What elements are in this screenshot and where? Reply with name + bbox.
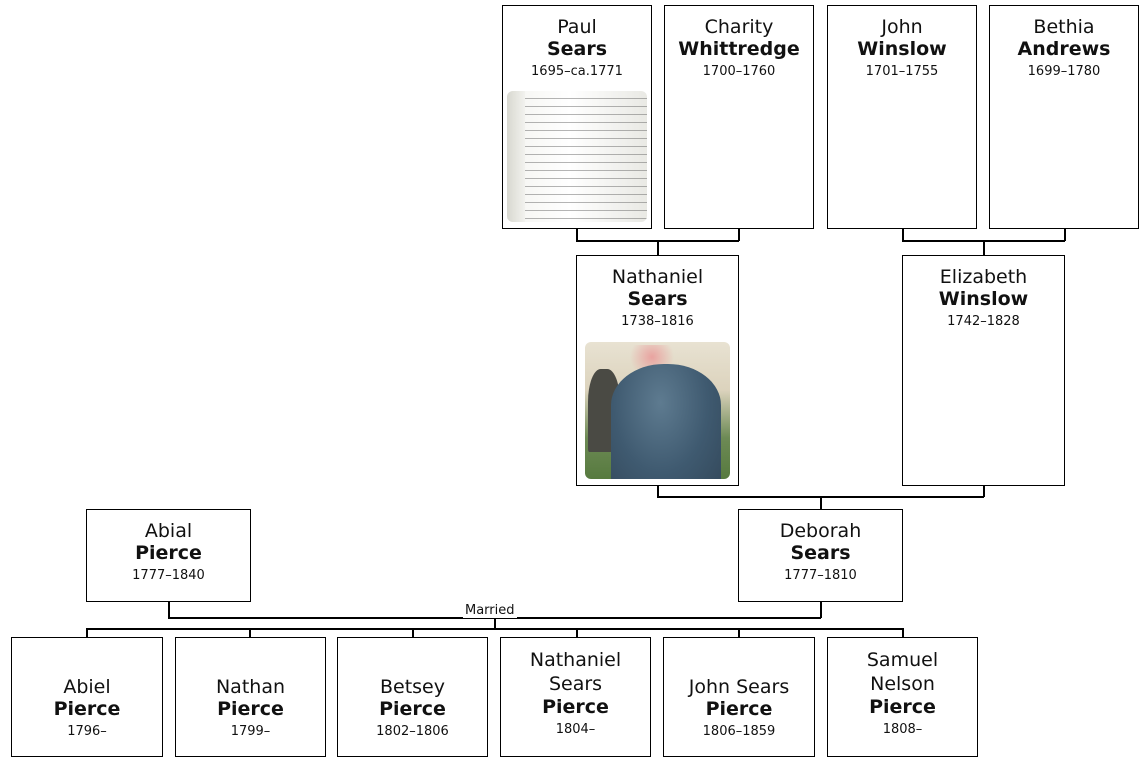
life-years: 1701–1755 xyxy=(865,64,939,79)
surname: Sears xyxy=(627,288,688,310)
connector-line xyxy=(902,628,904,638)
life-years: 1777–1840 xyxy=(132,568,205,583)
person-box-abiel-pierce[interactable]: Abiel Pierce 1796– xyxy=(11,637,163,757)
connector-line xyxy=(657,240,659,256)
life-years: 1695–ca.1771 xyxy=(531,64,623,79)
connector-line xyxy=(86,628,903,630)
given-name: Nathaniel Sears xyxy=(529,649,622,695)
surname: Winslow xyxy=(938,288,1029,310)
given-name: Paul xyxy=(557,16,597,38)
person-box-john-sears-pierce[interactable]: John Sears Pierce 1806–1859 xyxy=(663,637,815,757)
connector-line xyxy=(738,628,740,638)
connector-line xyxy=(657,485,659,497)
given-name: Abiel xyxy=(63,676,111,698)
connector-line xyxy=(494,617,496,629)
given-name: Charity xyxy=(704,16,774,38)
connector-line xyxy=(576,228,578,241)
person-box-nathaniel-sears[interactable]: Nathaniel Sears 1738–1816 xyxy=(576,255,739,486)
person-box-nathaniel-sears-pierce[interactable]: Nathaniel Sears Pierce 1804– xyxy=(500,637,651,757)
life-years: 1738–1816 xyxy=(621,314,694,329)
surname: Whittredge xyxy=(678,38,800,60)
connector-line xyxy=(983,240,985,256)
person-box-charity-whittredge[interactable]: Charity Whittredge 1700–1760 xyxy=(664,5,814,229)
person-box-john-winslow[interactable]: John Winslow 1701–1755 xyxy=(827,5,977,229)
life-years: 1796– xyxy=(67,724,107,739)
surname: Pierce xyxy=(53,698,121,720)
person-box-nathan-pierce[interactable]: Nathan Pierce 1799– xyxy=(175,637,326,757)
person-box-samuel-nelson-pierce[interactable]: Samuel Nelson Pierce 1808– xyxy=(827,637,978,757)
connector-line xyxy=(412,628,414,638)
document-photo xyxy=(507,91,647,222)
given-name: Nathaniel xyxy=(611,266,704,288)
life-years: 1802–1806 xyxy=(376,724,449,739)
connector-line xyxy=(1064,228,1066,241)
surname: Pierce xyxy=(542,696,609,718)
connector-line xyxy=(249,628,251,638)
connector-line xyxy=(576,628,578,638)
given-name: Elizabeth xyxy=(939,266,1028,288)
surname: Pierce xyxy=(869,696,936,718)
given-name: Deborah xyxy=(779,520,862,542)
person-box-elizabeth-winslow[interactable]: Elizabeth Winslow 1742–1828 xyxy=(902,255,1065,486)
person-box-deborah-sears[interactable]: Deborah Sears 1777–1810 xyxy=(738,509,903,602)
life-years: 1742–1828 xyxy=(947,314,1020,329)
given-name: Nathan xyxy=(215,676,286,698)
person-box-paul-sears[interactable]: Paul Sears 1695–ca.1771 xyxy=(502,5,652,229)
surname: Pierce xyxy=(379,698,446,720)
life-years: 1804– xyxy=(555,722,596,737)
connector-line xyxy=(902,228,904,241)
given-name: Samuel Nelson xyxy=(866,649,939,695)
given-name: John Sears xyxy=(688,676,790,698)
person-box-abial-pierce[interactable]: Abial Pierce 1777–1840 xyxy=(86,509,251,602)
surname: Pierce xyxy=(135,542,202,564)
surname: Andrews xyxy=(1017,38,1111,60)
life-years: 1808– xyxy=(882,722,923,737)
connector-line xyxy=(168,601,170,618)
life-years: 1777–1810 xyxy=(784,568,857,583)
surname: Sears xyxy=(546,38,608,60)
person-box-betsey-pierce[interactable]: Betsey Pierce 1802–1806 xyxy=(337,637,488,757)
given-name: Abial xyxy=(144,520,193,542)
given-name: Bethia xyxy=(1033,16,1095,38)
surname: Winslow xyxy=(857,38,947,60)
surname: Pierce xyxy=(217,698,284,720)
person-box-bethia-andrews[interactable]: Bethia Andrews 1699–1780 xyxy=(989,5,1139,229)
connector-line xyxy=(983,485,985,497)
gravestone-shape xyxy=(611,363,722,479)
connector-line xyxy=(820,496,822,510)
surname: Sears xyxy=(790,542,851,564)
surname: Pierce xyxy=(705,698,773,720)
given-name: John xyxy=(881,16,923,38)
life-years: 1699–1780 xyxy=(1027,64,1101,79)
connector-line xyxy=(738,228,740,241)
life-years: 1799– xyxy=(230,724,271,739)
life-years: 1806–1859 xyxy=(702,724,776,739)
marriage-label: Married xyxy=(463,603,517,618)
connector-line xyxy=(820,601,822,618)
life-years: 1700–1760 xyxy=(702,64,776,79)
given-name: Betsey xyxy=(379,676,445,698)
connector-line xyxy=(86,628,88,638)
gravestone-photo xyxy=(585,342,730,479)
